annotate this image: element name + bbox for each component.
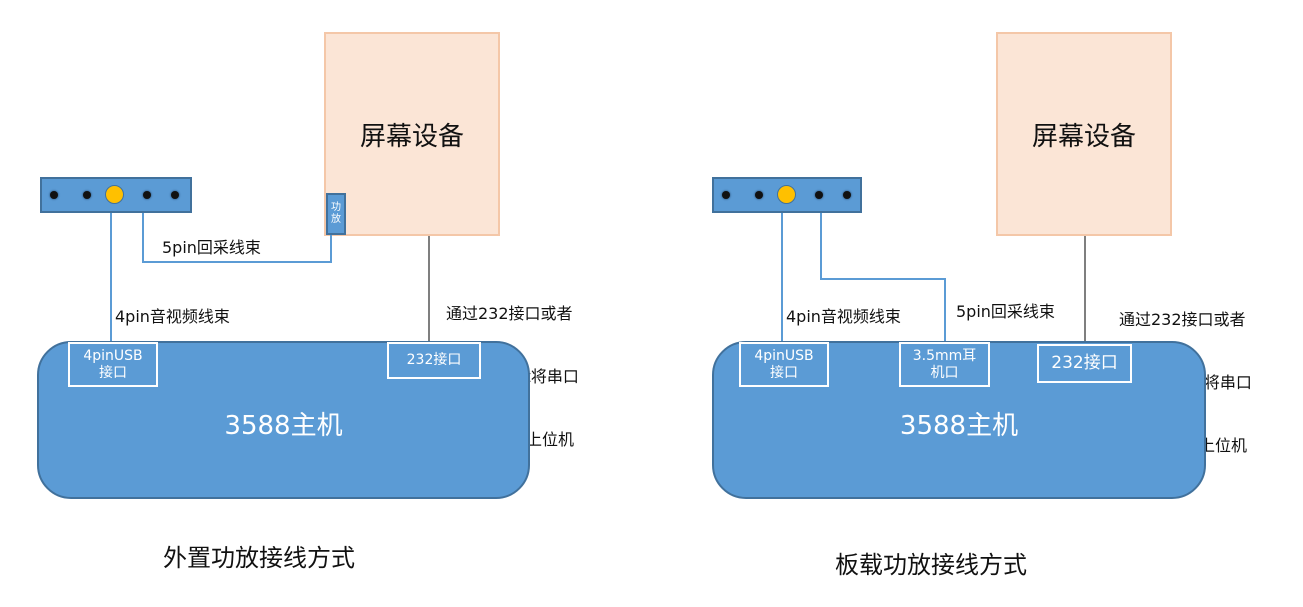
panel-hole-icon: [815, 191, 823, 199]
port-rs232-label: 232接口: [1051, 353, 1118, 373]
port-usb-label-2: 接口: [770, 364, 798, 381]
indicator-knob-icon: [105, 185, 124, 204]
port-usb-label-2: 接口: [99, 364, 127, 381]
left-caption: 外置功放接线方式: [163, 544, 355, 572]
amplifier-label-2: 放: [331, 214, 341, 225]
right-caption: 板载功放接线方式: [835, 551, 1027, 579]
wire-4pin-av: [781, 213, 783, 343]
host-3588: 3588主机: [37, 341, 530, 499]
port-usb-label-1: 4pinUSB: [754, 347, 814, 364]
microphone-panel: [712, 177, 862, 213]
wire-5pin-loopback-horizontal: [820, 278, 946, 280]
port-usb-label-1: 4pinUSB: [83, 347, 143, 364]
wire-5pin-loopback-horizontal: [142, 261, 332, 263]
screen-device-label: 屏幕设备: [1031, 121, 1136, 152]
port-usb-4pin: 4pinUSB 接口: [68, 342, 158, 387]
wire-5pin-loopback-vertical-b: [944, 278, 946, 343]
serial-note-line-1: 通过232接口或者: [446, 304, 573, 323]
wire-5pin-loopback-vertical-a: [142, 213, 144, 263]
amplifier-module: 功 放: [326, 193, 346, 235]
microphone-panel: [40, 177, 192, 213]
port-rs232: 232接口: [1037, 344, 1132, 383]
serial-note-line-1: 通过232接口或者: [1119, 310, 1246, 329]
wire-4pin-label: 4pin音视频线束: [115, 307, 230, 326]
port-rs232-label: 232接口: [406, 352, 462, 368]
wire-5pin-loopback-vertical-a: [820, 213, 822, 280]
port-usb-4pin: 4pinUSB 接口: [739, 342, 829, 387]
wire-serial-232: [428, 236, 430, 344]
panel-hole-icon: [50, 191, 58, 199]
host-label: 3588主机: [899, 411, 1019, 441]
indicator-knob-icon: [777, 185, 796, 204]
panel-hole-icon: [171, 191, 179, 199]
port-jack-label-1: 3.5mm耳: [912, 347, 977, 364]
wire-5pin-label: 5pin回采线束: [956, 302, 1055, 321]
panel-hole-icon: [83, 191, 91, 199]
panel-hole-icon: [722, 191, 730, 199]
screen-device: 屏幕设备: [996, 32, 1172, 236]
screen-device-label: 屏幕设备: [359, 121, 464, 152]
wire-serial-232: [1084, 236, 1086, 344]
panel-hole-icon: [755, 191, 763, 199]
wire-4pin-av: [110, 213, 112, 343]
wire-4pin-label: 4pin音视频线束: [786, 307, 901, 326]
screen-device: 屏幕设备: [324, 32, 500, 236]
panel-hole-icon: [843, 191, 851, 199]
port-headphone-jack: 3.5mm耳 机口: [899, 342, 990, 387]
port-jack-label-2: 机口: [930, 364, 959, 381]
panel-hole-icon: [143, 191, 151, 199]
host-label: 3588主机: [224, 411, 343, 441]
wire-5pin-label: 5pin回采线束: [162, 238, 261, 257]
port-rs232: 232接口: [387, 342, 481, 379]
amplifier-label-1: 功: [331, 202, 341, 213]
wire-5pin-loopback-vertical-b: [330, 235, 332, 263]
